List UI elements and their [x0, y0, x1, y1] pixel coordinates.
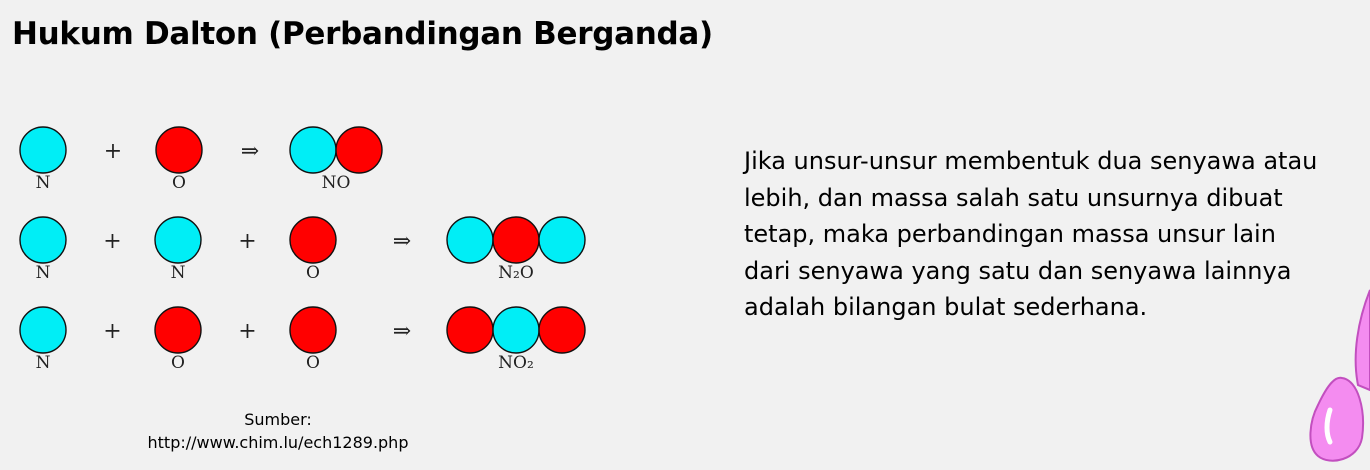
- oxygen-atom: [335, 126, 383, 174]
- atom-label: O: [171, 353, 185, 373]
- page-title: Hukum Dalton (Perbandingan Berganda): [12, 16, 713, 52]
- oxygen-atom: [492, 216, 540, 264]
- source-label: Sumber:: [244, 410, 312, 429]
- yield-arrow: ⇒: [393, 229, 411, 254]
- nitrogen-atom: [19, 216, 67, 264]
- plus-sign: +: [238, 229, 256, 254]
- molecule-label: N₂O: [498, 263, 534, 283]
- source-url: http://www.chim.lu/ech1289.php: [147, 433, 409, 452]
- oxygen-atom: [155, 126, 203, 174]
- plus-sign: +: [238, 319, 256, 344]
- description-line: lebih, dan massa salah satu unsurnya dib…: [744, 183, 1283, 212]
- nitrogen-atom: [19, 306, 67, 354]
- nitrogen-atom: [154, 216, 202, 264]
- atom-label: N: [36, 173, 51, 193]
- plus-sign: +: [104, 139, 122, 164]
- dalton-law-diagram: N + O ⇒ NO N + N + O ⇒ N₂O N + O + O ⇒ NO₂: [0, 110, 620, 400]
- yield-arrow: ⇒: [241, 139, 259, 164]
- description-line: Jika unsur-unsur membentuk dua senyawa a…: [744, 147, 1318, 175]
- plus-sign: +: [103, 229, 121, 254]
- oxygen-atom: [538, 306, 586, 354]
- oxygen-atom: [446, 306, 494, 354]
- atom-label: O: [172, 173, 186, 193]
- nitrogen-atom: [538, 216, 586, 264]
- oxygen-atom: [289, 216, 337, 264]
- source-citation: Sumber: http://www.chim.lu/ech1289.php: [128, 408, 428, 454]
- atom-label: N: [36, 263, 51, 283]
- atom-label: N: [171, 263, 186, 283]
- description-line: adalah bilangan bulat sederhana.: [744, 293, 1148, 321]
- molecule-label: NO: [322, 173, 351, 193]
- plus-sign: +: [103, 319, 121, 344]
- atom-combination-svg: N + O ⇒ NO N + N + O ⇒ N₂O N + O + O ⇒ NO₂: [19, 126, 586, 373]
- oxygen-atom: [154, 306, 202, 354]
- description-line: tetap, maka perbandingan massa unsur lai…: [744, 220, 1276, 248]
- yield-arrow: ⇒: [393, 319, 411, 344]
- decorative-drop-shape: [1300, 260, 1370, 470]
- atom-label: N: [36, 353, 51, 373]
- molecule-label: NO₂: [498, 353, 534, 373]
- nitrogen-atom: [289, 126, 337, 174]
- description-line: dari senyawa yang satu dan senyawa lainn…: [744, 256, 1292, 285]
- nitrogen-atom: [19, 126, 67, 174]
- atom-label: O: [306, 353, 320, 373]
- oxygen-atom: [289, 306, 337, 354]
- nitrogen-atom: [446, 216, 494, 264]
- law-description: Jika unsur-unsur membentuk dua senyawa a…: [744, 143, 1354, 326]
- nitrogen-atom: [492, 306, 540, 354]
- atom-label: O: [306, 263, 320, 283]
